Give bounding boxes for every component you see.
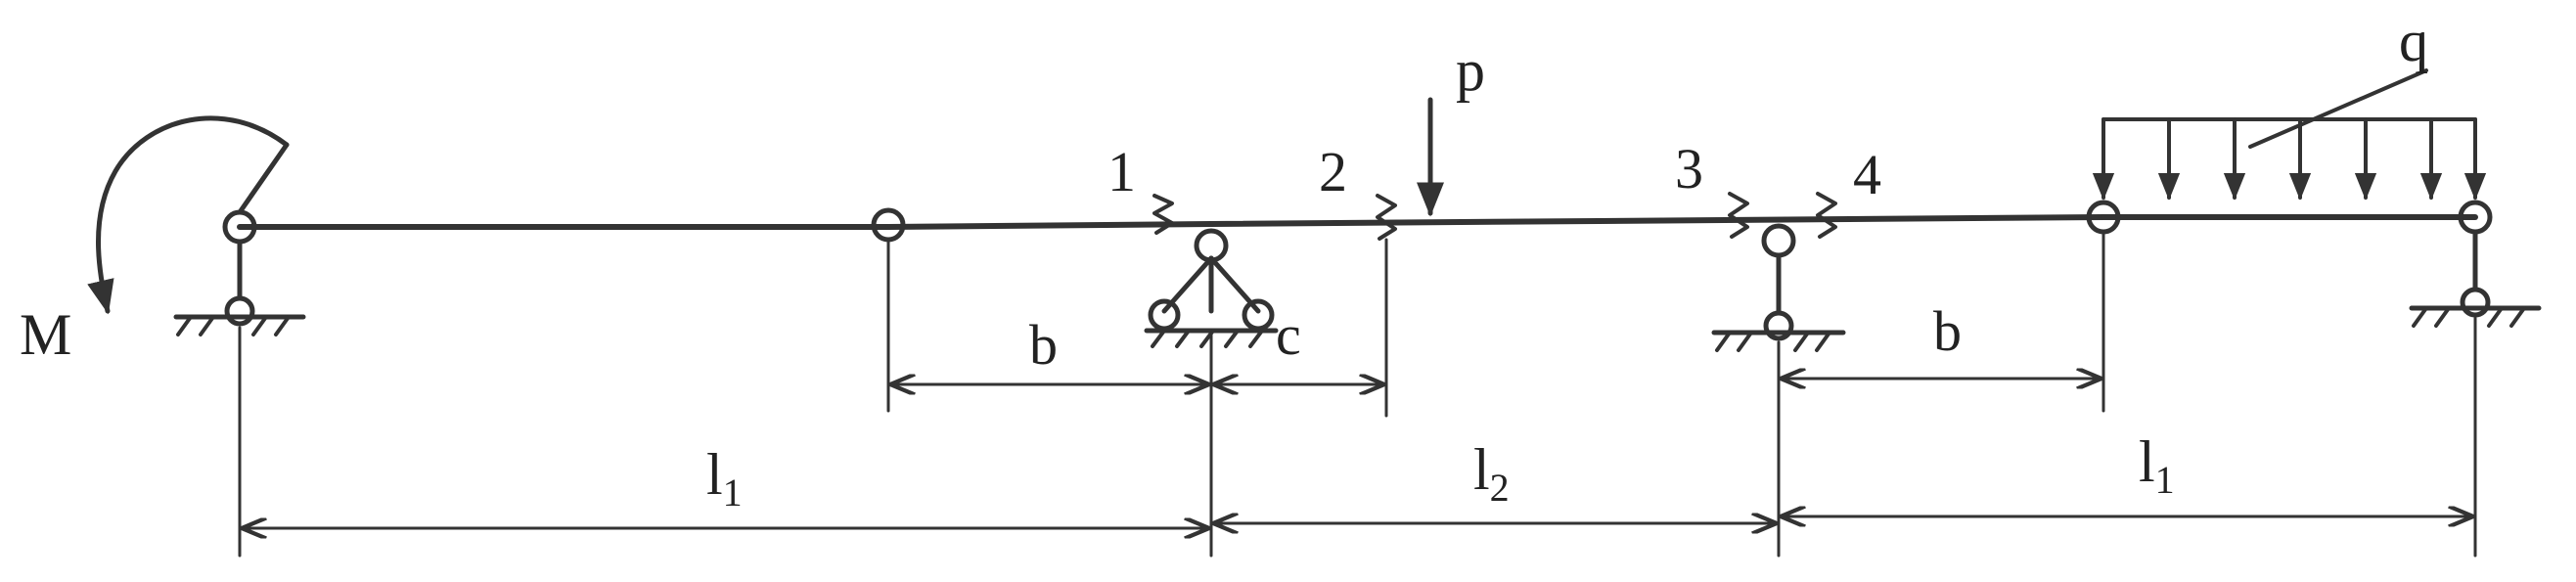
section-cut-3 <box>1728 192 1749 239</box>
support-fixed-pin <box>1144 255 1279 348</box>
label-moment: M <box>20 302 71 367</box>
label-section-4: 4 <box>1853 143 1881 206</box>
dim-label-l2: l2 <box>1473 437 1510 510</box>
beam <box>237 214 2478 230</box>
label-load-q: q <box>2399 9 2428 73</box>
section-cut-4 <box>1816 192 1837 239</box>
label-section-1: 1 <box>1107 140 1136 203</box>
hinge-support-3-top <box>1761 223 1796 258</box>
section-cut-2 <box>1376 194 1397 241</box>
label-section-3: 3 <box>1675 137 1703 201</box>
dim-label-b-right: b <box>1933 299 1962 363</box>
distributed-load <box>2092 68 2487 201</box>
hinges <box>222 200 2493 263</box>
section-cut-1 <box>1152 194 1174 235</box>
dim-label-b-left: b <box>1029 313 1058 377</box>
q-leader-line <box>2248 68 2428 149</box>
support-right <box>2409 229 2542 328</box>
dimension-lines <box>244 379 2471 528</box>
labels: M p q 1 2 3 4 b c b l1 l2 l1 <box>20 9 2428 515</box>
beam-segment-2 <box>885 221 1214 230</box>
support-middle-right <box>1711 252 1846 352</box>
label-section-2: 2 <box>1319 140 1347 203</box>
dim-label-l1-right: l1 <box>2139 429 2175 502</box>
label-load-p: p <box>1456 38 1485 103</box>
dim-label-l1-left: l1 <box>706 442 743 515</box>
beam-segment-3 <box>1208 214 2106 227</box>
extension-lines <box>238 230 2477 558</box>
moment-arrow <box>87 115 290 315</box>
section-cuts <box>1152 192 1837 241</box>
dim-label-c: c <box>1276 303 1301 367</box>
support-left <box>173 239 306 336</box>
